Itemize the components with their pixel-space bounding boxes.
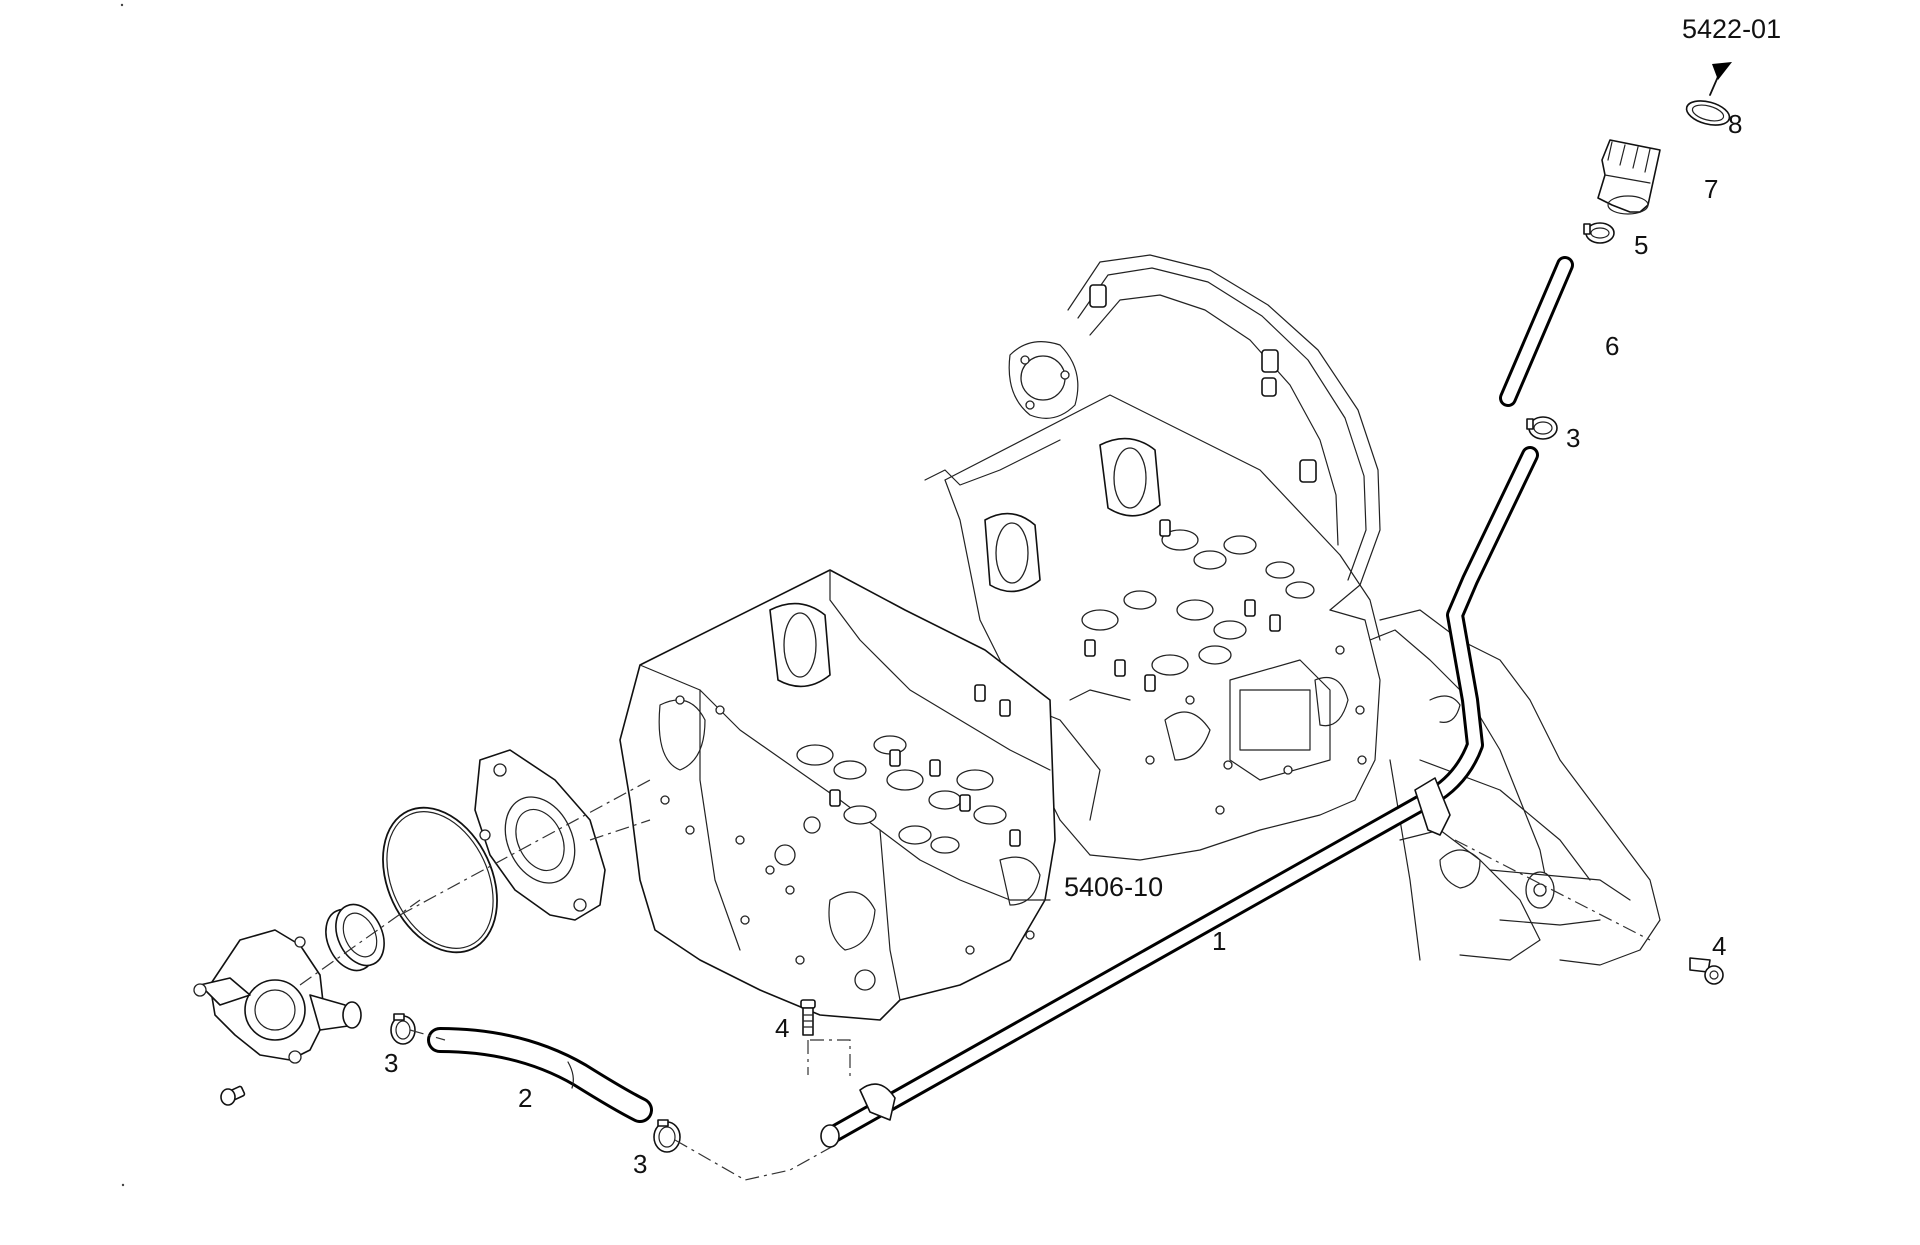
callout-3-bottom: 3 <box>633 1149 647 1179</box>
ref-5422-01: 5422-01 <box>1682 14 1781 44</box>
thermostat-ring <box>325 903 385 972</box>
thermostat-housing-cover <box>474 749 606 921</box>
frame-bracket <box>1369 609 1661 966</box>
seal-ring-part-8[interactable] <box>1684 97 1732 130</box>
hose-clamp-3-bottom[interactable] <box>653 1119 681 1153</box>
hose-part-2[interactable] <box>427 1027 653 1123</box>
callout-3-upper: 3 <box>1566 423 1580 453</box>
o-ring-gasket <box>382 806 498 954</box>
callout-3-left: 3 <box>384 1048 398 1078</box>
callout-4-right: 4 <box>1712 931 1726 961</box>
print-dot <box>121 1183 125 1187</box>
rear-cylinder-head <box>924 254 1381 861</box>
callout-4-middle: 4 <box>775 1013 789 1043</box>
arrow-to-reference <box>1709 62 1732 96</box>
front-cylinder-head <box>619 569 1056 1021</box>
pipe-part-1[interactable] <box>820 446 1539 1148</box>
callout-6: 6 <box>1605 331 1619 361</box>
callout-7: 7 <box>1704 174 1718 204</box>
valve-seats-front <box>796 735 1007 854</box>
bolt-part-4-right[interactable] <box>1689 957 1724 985</box>
callout-2: 2 <box>518 1083 532 1113</box>
connector-part-7[interactable] <box>1597 139 1661 215</box>
callout-5: 5 <box>1634 230 1648 260</box>
hose-clamp-5[interactable] <box>1583 222 1615 244</box>
print-dot <box>120 3 124 7</box>
o-ring-gasket-inner <box>386 811 494 949</box>
ref-5406-10: 5406-10 <box>1064 872 1163 902</box>
bolt-lower-left <box>220 1085 246 1106</box>
callout-8: 8 <box>1728 109 1742 139</box>
hose-clamp-3-upper[interactable] <box>1526 416 1558 440</box>
callout-1: 1 <box>1212 926 1226 956</box>
hose-clamp-3-left[interactable] <box>390 1013 416 1045</box>
outlet-housing <box>193 929 362 1064</box>
bolt-part-4-middle[interactable] <box>800 999 816 1036</box>
alignment-lines <box>299 779 1651 1181</box>
valve-seats-rear <box>1081 529 1315 676</box>
pipe-part-6[interactable] <box>1499 256 1574 407</box>
